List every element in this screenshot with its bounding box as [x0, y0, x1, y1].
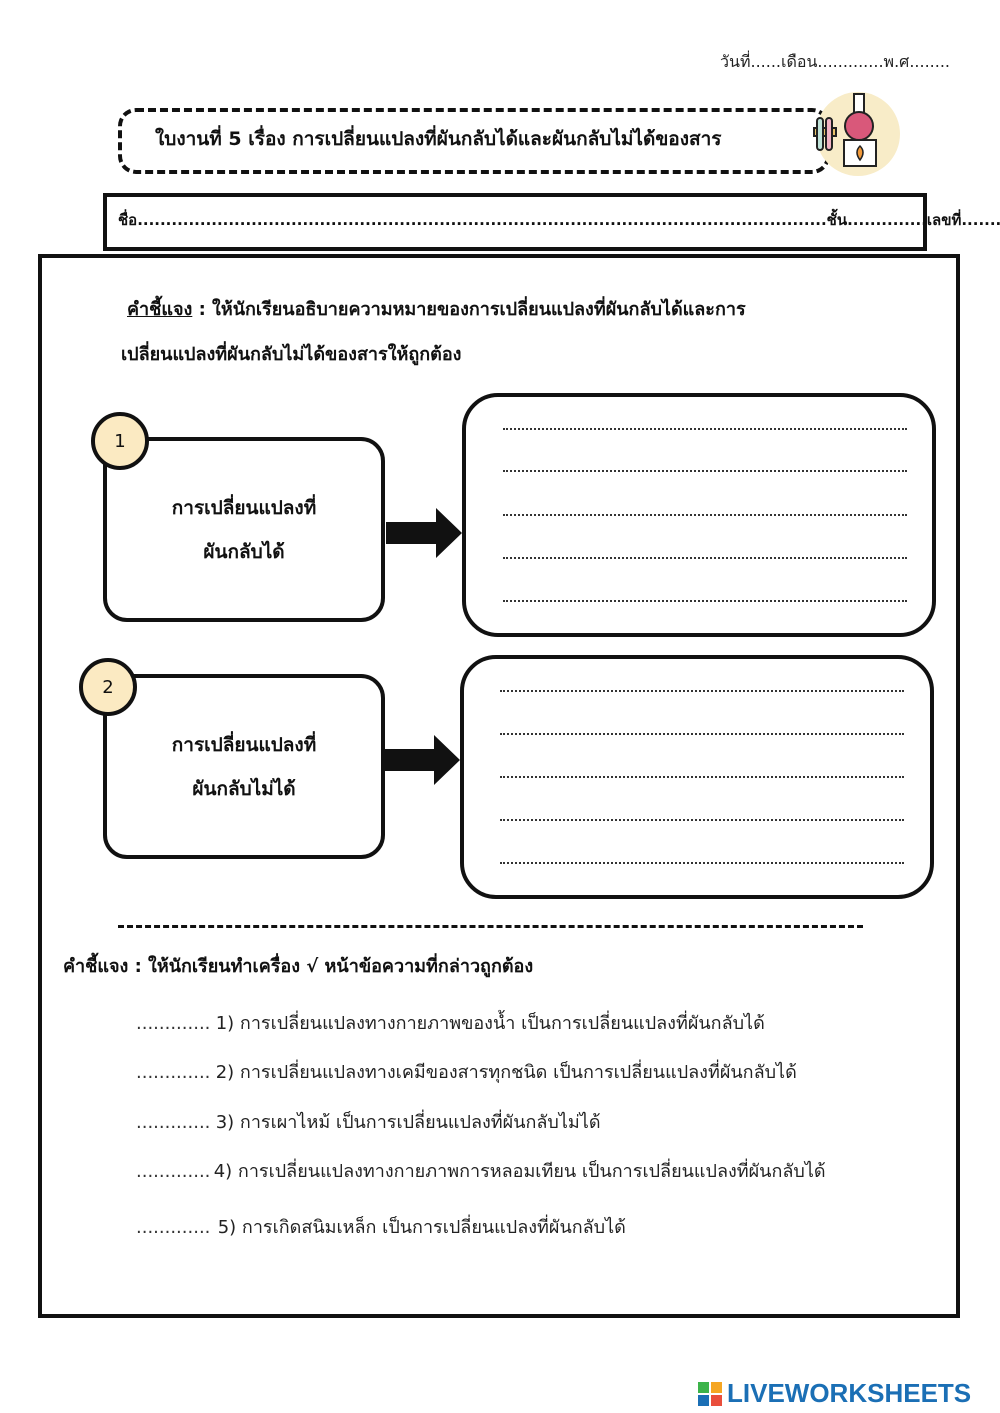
section-divider	[118, 925, 863, 928]
worksheet-title: ใบงานที่ 5 เรื่อง การเปลี่ยนแปลงที่ผันกล…	[155, 128, 722, 150]
answer-line[interactable]	[503, 470, 907, 472]
statement-row: ............. 1) การเปลี่ยนแปลงทางกายภาพ…	[136, 1008, 765, 1037]
answer-line[interactable]	[503, 557, 907, 559]
term-box-irreversible: การเปลี่ยนแปลงที่ ผันกลับไม่ได้	[103, 674, 385, 859]
instruction-label: คำชี้แจง	[127, 299, 193, 320]
student-info-frame	[103, 193, 927, 251]
statement-text: 3) การเผาไหม้ เป็นการเปลี่ยนแปลงที่ผันกล…	[215, 1112, 601, 1133]
arrow-right-icon	[384, 735, 460, 785]
check-blank[interactable]: .............	[136, 1062, 211, 1083]
term-line: การเปลี่ยนแปลงที่	[171, 496, 317, 519]
instruction-2: คำชี้แจง : ให้นักเรียนทำเครื่อง √ หน้าข้…	[63, 956, 534, 977]
brand-name: LIVEWORKSHEETS	[727, 1378, 972, 1408]
term-line: ผันกลับได้	[203, 540, 285, 563]
answer-line[interactable]	[500, 690, 904, 692]
answer-box-reversible[interactable]	[462, 393, 936, 637]
liveworksheets-brand: LIVEWORKSHEETS	[697, 1378, 971, 1409]
number-badge-1: 1	[91, 412, 149, 470]
lab-flask-icon	[813, 92, 900, 176]
instruction-1-text: : ให้นักเรียนอธิบายความหมายของการเปลี่ยน…	[192, 299, 746, 320]
date-line: วันที่......เดือน.............พ.ศ.......…	[720, 52, 950, 71]
check-blank[interactable]: .............	[136, 1013, 211, 1034]
answer-line[interactable]	[500, 733, 904, 735]
answer-line[interactable]	[500, 819, 904, 821]
arrow-right-icon	[386, 508, 462, 558]
answer-line[interactable]	[503, 600, 907, 602]
statement-row: ............. 4) การเปลี่ยนแปลงทางกายภาพ…	[136, 1156, 826, 1185]
check-blank[interactable]: .............	[136, 1161, 211, 1182]
statement-text: 4) การเปลี่ยนแปลงทางกายภาพการหลอมเทียน เ…	[213, 1161, 826, 1182]
statement-text: 1) การเปลี่ยนแปลงทางกายภาพของน้ำ เป็นการ…	[215, 1013, 765, 1034]
main-frame	[38, 254, 960, 1318]
liveworksheets-logo-icon	[698, 1381, 722, 1406]
statement-text: 2) การเปลี่ยนแปลงทางเคมีของสารทุกชนิด เป…	[215, 1062, 797, 1083]
term-line: ผันกลับไม่ได้	[192, 777, 296, 800]
statement-row: ............. 2) การเปลี่ยนแปลงทางเคมีขอ…	[136, 1057, 797, 1086]
answer-box-irreversible[interactable]	[460, 655, 934, 899]
answer-line[interactable]	[500, 776, 904, 778]
check-blank[interactable]: .............	[136, 1217, 211, 1238]
statement-row: ............. 5) การเกิดสนิมเหล็ก เป็นกา…	[136, 1212, 626, 1241]
statement-text: 5) การเกิดสนิมเหล็ก เป็นการเปลี่ยนแปลงที…	[217, 1217, 626, 1238]
answer-line[interactable]	[503, 428, 907, 430]
number-badge-2: 2	[79, 658, 137, 716]
check-blank[interactable]: .............	[136, 1112, 211, 1133]
instruction-1-line2: เปลี่ยนแปลงที่ผันกลับไม่ได้ของสารให้ถูกต…	[121, 344, 462, 365]
term-box-reversible: การเปลี่ยนแปลงที่ ผันกลับได้	[103, 437, 385, 622]
instruction-1-line1: คำชี้แจง : ให้นักเรียนอธิบายความหมายของก…	[127, 294, 746, 323]
term-line: การเปลี่ยนแปลงที่	[171, 733, 317, 756]
student-info-line[interactable]: ชื่อ....................................…	[118, 211, 1000, 229]
statement-row: ............. 3) การเผาไหม้ เป็นการเปลี่…	[136, 1107, 601, 1136]
answer-line[interactable]	[503, 514, 907, 516]
answer-line[interactable]	[500, 862, 904, 864]
test-tubes-icon	[813, 117, 837, 151]
